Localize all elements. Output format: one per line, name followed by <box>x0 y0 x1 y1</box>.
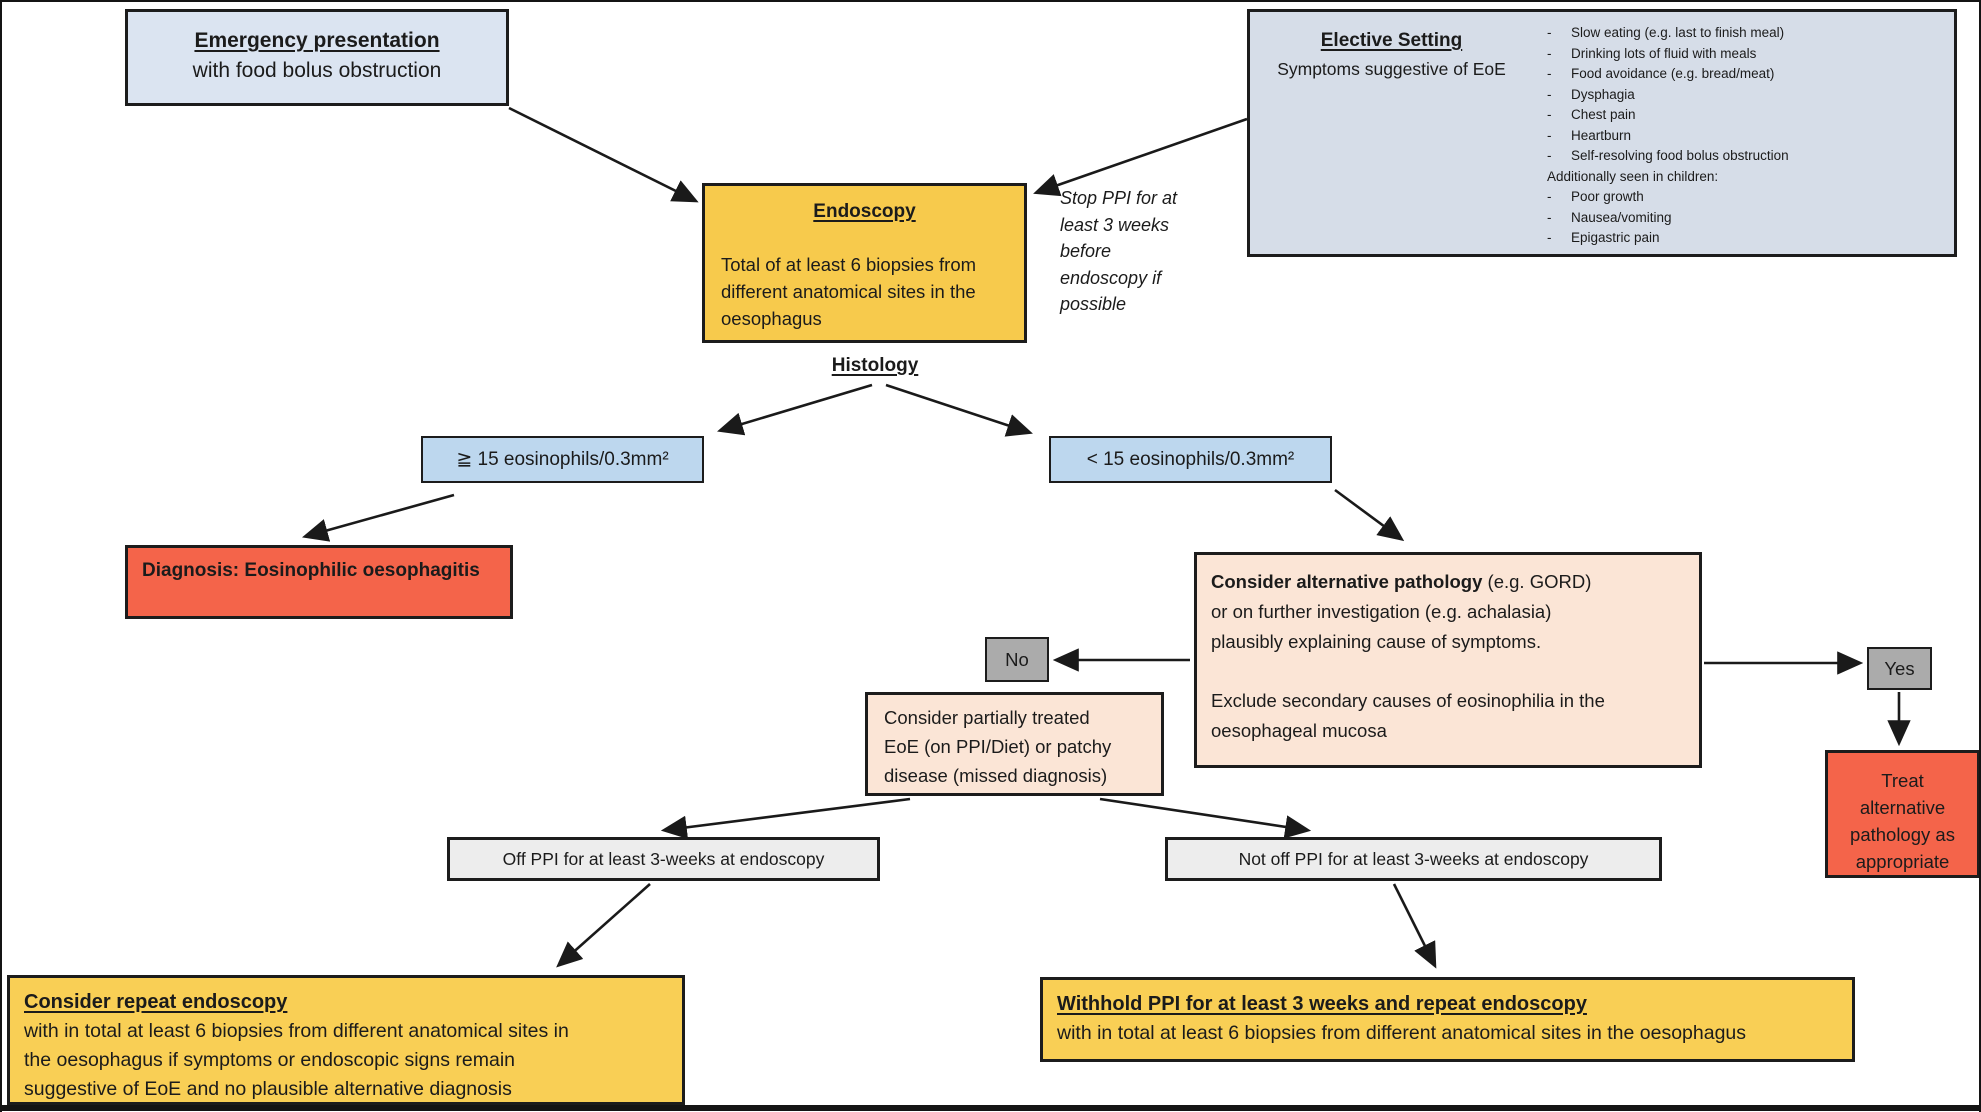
not-off-ppi-box: Not off PPI for at least 3-weeks at endo… <box>1165 837 1662 881</box>
list-dash: - <box>1547 107 1552 122</box>
eosinophils-low-box: < 15 eosinophils/0.3mm² <box>1049 436 1332 483</box>
symptom-list-children: - Poor growth - Nausea/vomiting - Epigastric … <box>1547 187 1948 249</box>
elective-symptom-list: -Slow eating (e.g. last to finish meal)-… <box>1519 12 1954 254</box>
arrow <box>1099 797 1312 839</box>
symptom-item: - Epigastric pain <box>1547 228 1948 249</box>
symptom-item: - Dysphagia <box>1547 85 1948 106</box>
list-dash: - <box>1547 66 1552 81</box>
alt-lead-rest: (e.g. GORD) or on further investigation … <box>1211 571 1592 652</box>
list-dash: - <box>1547 25 1552 40</box>
list-dash: - <box>1547 189 1552 204</box>
yes-box: Yes <box>1867 647 1932 690</box>
no-box: No <box>985 637 1049 682</box>
arrow <box>556 883 651 968</box>
list-dash: - <box>1547 230 1552 245</box>
arrow <box>717 383 873 436</box>
symptom-text: Heartburn <box>1571 127 1632 143</box>
emergency-title: Emergency presentation <box>194 29 440 52</box>
children-header: Additionally seen in children: <box>1547 168 1719 184</box>
list-dash: - <box>1547 127 1552 143</box>
elective-title: Elective Setting <box>1320 30 1463 51</box>
symptom-list-adults: -Slow eating (e.g. last to finish meal)-… <box>1547 23 1948 167</box>
symptom-text: Poor growth <box>1571 189 1644 204</box>
arrow <box>1392 883 1437 969</box>
alt-paragraph-2: Exclude secondary causes of eosinophilia… <box>1211 690 1605 741</box>
bottom-border-line <box>2 1105 1979 1111</box>
arrow <box>660 797 911 839</box>
emergency-presentation-box: Emergency presentation with food bolus o… <box>125 9 509 106</box>
arrow <box>301 493 455 542</box>
repeat-endoscopy-body: with in total at least 6 biopsies from d… <box>24 1020 569 1100</box>
consider-alternative-pathology-box: Consider alternative pathology (e.g. GOR… <box>1194 552 1702 768</box>
arrow <box>1334 488 1405 542</box>
arrow <box>1033 117 1248 197</box>
histology-label: Histology <box>831 355 919 376</box>
arrow <box>508 106 699 203</box>
arrow <box>885 383 1033 437</box>
symptom-text: Dysphagia <box>1571 86 1635 102</box>
symptom-text: Food avoidance (e.g. bread/meat) <box>1571 66 1775 81</box>
endoscopy-body: Total of at least 6 biopsies from differ… <box>721 254 977 329</box>
symptom-text: Self-resolving food bolus obstruction <box>1571 148 1789 163</box>
endoscopy-title: Endoscopy <box>813 201 916 222</box>
symptom-text: Chest pain <box>1571 107 1636 122</box>
partially-treated-box: Consider partially treated EoE (on PPI/D… <box>865 692 1164 796</box>
symptom-text: Epigastric pain <box>1571 230 1660 245</box>
elective-subtitle: Symptoms suggestive of EoE <box>1277 59 1506 79</box>
list-dash: - <box>1547 148 1552 163</box>
symptom-text: Nausea/vomiting <box>1571 209 1672 225</box>
eosinophils-high-box: ≧ 15 eosinophils/0.3mm² <box>421 436 704 483</box>
list-dash: - <box>1547 209 1552 225</box>
list-dash: - <box>1547 45 1552 61</box>
elective-title-column: Elective Setting Symptoms suggestive of … <box>1250 12 1519 254</box>
symptom-text: Slow eating (e.g. last to finish meal) <box>1571 25 1785 40</box>
symptom-item: - Nausea/vomiting <box>1547 208 1948 229</box>
symptom-item: - Heartburn <box>1547 126 1948 147</box>
withhold-title: Withhold PPI for at least 3 weeks and re… <box>1057 993 1587 1015</box>
symptom-item: - Chest pain <box>1547 105 1948 126</box>
symptom-text: Drinking lots of fluid with meals <box>1571 45 1757 61</box>
off-ppi-box: Off PPI for at least 3-weeks at endoscop… <box>447 837 880 881</box>
withhold-body: with in total at least 6 biopsies from d… <box>1057 1022 1747 1044</box>
treat-alternative-pathology-box: Treat alternative pathology as appropria… <box>1825 750 1979 878</box>
repeat-endoscopy-title: Consider repeat endoscopy <box>24 991 288 1013</box>
symptom-item: - Food avoidance (e.g. bread/meat) <box>1547 64 1948 85</box>
stop-ppi-note: Stop PPI for at least 3 weeks before end… <box>1060 188 1178 314</box>
list-dash: - <box>1547 86 1552 102</box>
consider-repeat-endoscopy-box: Consider repeat endoscopy with in total … <box>7 975 685 1105</box>
diagnosis-box: Diagnosis: Eosinophilic oesophagitis <box>125 545 513 619</box>
symptom-item: - Drinking lots of fluid with meals <box>1547 44 1948 65</box>
alt-paragraph-1: Consider alternative pathology (e.g. GOR… <box>1211 567 1685 657</box>
alt-bold-lead: Consider alternative pathology <box>1211 571 1483 592</box>
symptom-item: - Poor growth <box>1547 187 1948 208</box>
endoscopy-box: Endoscopy Total of at least 6 biopsies f… <box>702 183 1027 343</box>
withhold-ppi-box: Withhold PPI for at least 3 weeks and re… <box>1040 977 1855 1062</box>
symptom-item: - Slow eating (e.g. last to finish meal) <box>1547 23 1948 44</box>
symptom-item: - Self-resolving food bolus obstruction <box>1547 146 1948 167</box>
emergency-subtitle: with food bolus obstruction <box>192 59 442 82</box>
elective-setting-box: Elective Setting Symptoms suggestive of … <box>1247 9 1957 257</box>
